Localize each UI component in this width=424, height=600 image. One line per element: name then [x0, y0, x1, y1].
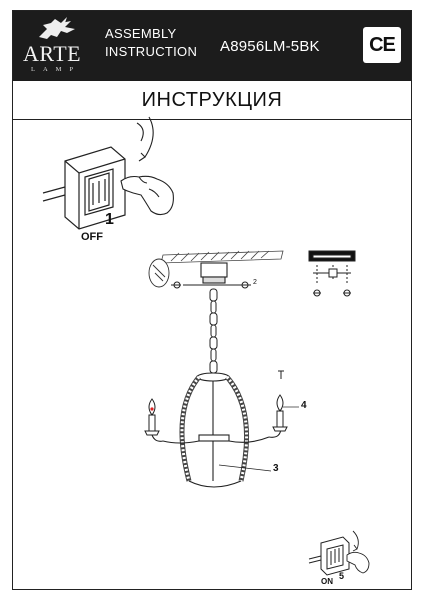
page-title: ИНСТРУКЦИЯ — [141, 89, 283, 111]
step-1-label: OFF — [81, 231, 103, 243]
screw-icon — [171, 281, 251, 289]
small-screw-icon — [278, 370, 284, 379]
wall-switch-icon — [42, 146, 126, 230]
instruction-page: ARTE LAMP ASSEMBLY INSTRUCTION A8956LM-5… — [12, 10, 412, 590]
griffin-icon — [39, 17, 75, 39]
hand-pointer-on-icon — [346, 530, 370, 574]
logo-wordmark: ARTE — [23, 41, 82, 66]
wall-switch-on-icon — [308, 536, 350, 576]
model-number: A8956LM-5BK — [220, 38, 320, 55]
ceiling-bracket-icon — [183, 262, 245, 286]
header-bar: ARTE LAMP ASSEMBLY INSTRUCTION A8956LM-5… — [13, 11, 411, 81]
doc-type-line2: INSTRUCTION — [105, 44, 198, 59]
bulb-icon — [148, 394, 284, 416]
candle-icon — [144, 410, 288, 436]
step-1-number: 1 — [105, 211, 114, 228]
doc-type-line1: ASSEMBLY — [105, 26, 177, 41]
hand-pointer-icon — [120, 175, 174, 216]
step-5-label: ON — [321, 577, 333, 586]
document-type: ASSEMBLY INSTRUCTION — [105, 25, 197, 61]
ceiling-icon — [160, 250, 284, 264]
bracket-detail-icon — [308, 250, 356, 297]
title-bar: ИНСТРУКЦИЯ — [13, 81, 411, 120]
step-5-number: 5 — [339, 571, 345, 581]
arrow-icon — [136, 116, 154, 162]
brand-logo: ARTE LAMP — [21, 15, 95, 77]
step-2-number: 2 — [253, 279, 257, 286]
assembly-diagram — [42, 116, 370, 576]
callout-line-3 — [218, 464, 272, 472]
chandelier-icon — [150, 372, 282, 488]
wire-detail-icon — [148, 258, 170, 288]
step-4-number: 4 — [301, 400, 307, 411]
logo-subtext: LAMP — [31, 66, 82, 73]
ce-mark: CE — [363, 27, 401, 63]
step-3-number: 3 — [273, 463, 279, 474]
chain-icon — [209, 288, 218, 374]
